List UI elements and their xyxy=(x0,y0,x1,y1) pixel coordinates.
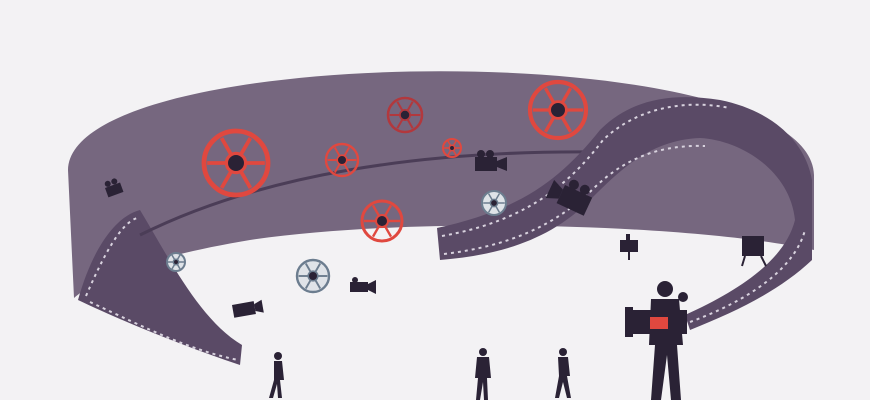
movie-camera-icon xyxy=(232,299,264,318)
film-strip-left xyxy=(78,210,242,365)
film-reel-icon xyxy=(386,96,424,134)
cameraman-silhouette xyxy=(625,281,688,400)
movie-camera-icon xyxy=(104,178,124,198)
movie-camera-icon xyxy=(545,179,593,216)
movie-camera-icon xyxy=(475,150,507,171)
film-reel-icon xyxy=(442,138,462,158)
film-reel-icon xyxy=(295,258,331,294)
movie-camera-icon xyxy=(350,277,376,294)
film-reel-icon xyxy=(324,142,360,178)
movie-camera-icon xyxy=(741,236,767,267)
person-silhouette xyxy=(555,348,571,398)
film-reel-icon xyxy=(166,252,186,272)
person-silhouette xyxy=(269,352,284,398)
film-reel-icon xyxy=(527,79,589,141)
film-reel-icon xyxy=(201,128,271,198)
person-silhouette xyxy=(475,348,491,400)
movie-camera-icon xyxy=(620,234,638,260)
film-reel-icon xyxy=(481,190,507,216)
film-strip-right xyxy=(437,97,812,331)
film-reel-icon xyxy=(360,199,404,243)
